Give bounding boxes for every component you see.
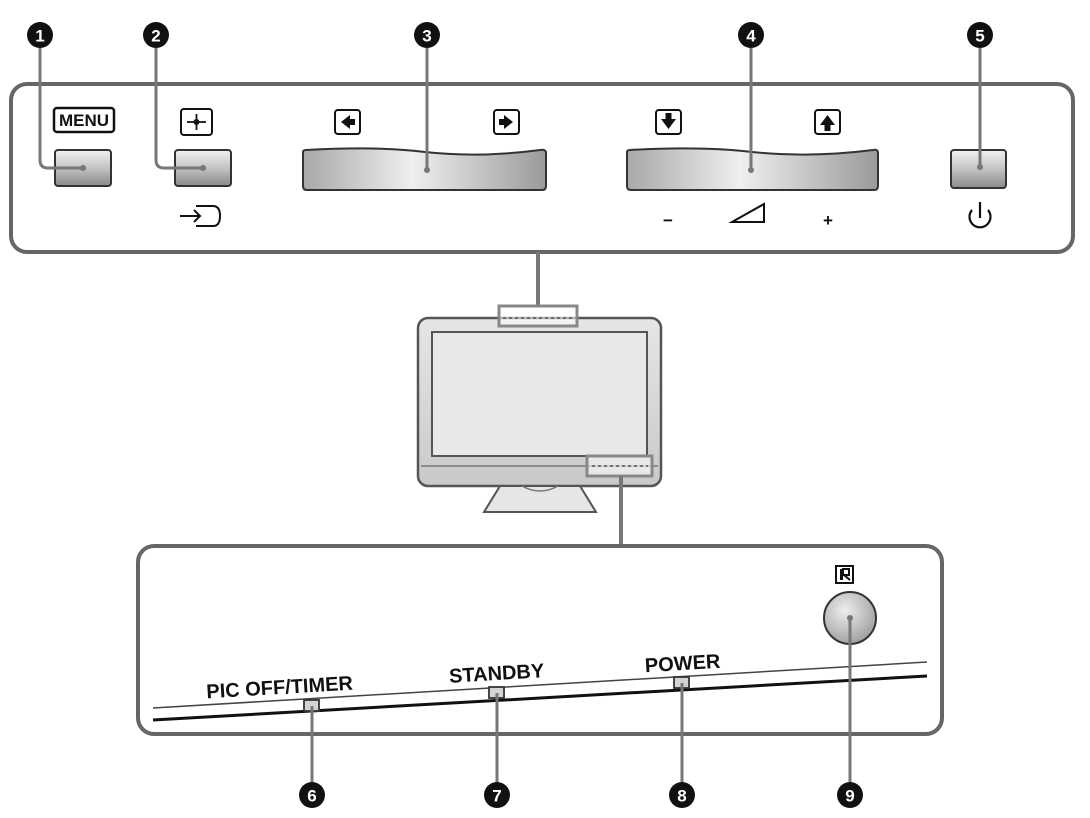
callout-4-number: 4 — [746, 27, 756, 46]
menu-label-text: MENU — [59, 111, 109, 130]
callout-9: 9 — [837, 782, 863, 808]
arrow-down-icon — [655, 109, 682, 135]
callout-1: 1 — [27, 22, 53, 48]
callout-8: 8 — [669, 782, 695, 808]
callout-2-number: 2 — [151, 27, 160, 46]
leader-dot-3 — [424, 167, 430, 173]
callout-4: 4 — [738, 22, 764, 48]
callout-7: 7 — [484, 782, 510, 808]
callout-6-number: 6 — [307, 787, 316, 806]
arrow-up-icon — [814, 109, 841, 135]
bottom-indicator-panel — [136, 544, 944, 736]
power-icon — [968, 202, 992, 229]
callout-8-number: 8 — [677, 787, 686, 806]
callout-6: 6 — [299, 782, 325, 808]
enter-icon — [180, 108, 213, 136]
leader-line-2 — [154, 48, 203, 170]
callout-2: 2 — [143, 22, 169, 48]
callout-5-number: 5 — [975, 27, 984, 46]
bezel-line-upper — [152, 661, 928, 709]
bezel-line-lower — [152, 674, 928, 722]
leader-line-1 — [38, 48, 83, 170]
leader-dot-2 — [200, 165, 206, 171]
arrow-right-icon — [493, 109, 520, 135]
volume-plus-label: + — [823, 211, 833, 230]
menu-key-label: MENU — [52, 106, 116, 134]
callout-5: 5 — [967, 22, 993, 48]
tv-illustration — [416, 304, 663, 513]
leader-dot-9 — [847, 615, 853, 621]
arrow-left-icon — [334, 109, 361, 135]
volume-icon — [728, 202, 765, 223]
leader-dot-5 — [977, 164, 983, 170]
leader-dot-1 — [80, 165, 86, 171]
callout-9-number: 9 — [845, 787, 854, 806]
callout-3-number: 3 — [422, 27, 431, 46]
callout-7-number: 7 — [492, 787, 501, 806]
callout-3: 3 — [414, 22, 440, 48]
remote-sensor-icon — [835, 565, 854, 584]
input-icon — [180, 205, 222, 227]
power-label: POWER — [644, 651, 721, 677]
callout-1-number: 1 — [35, 27, 44, 46]
leader-dot-4 — [748, 167, 754, 173]
volume-minus-label: − — [663, 211, 673, 230]
